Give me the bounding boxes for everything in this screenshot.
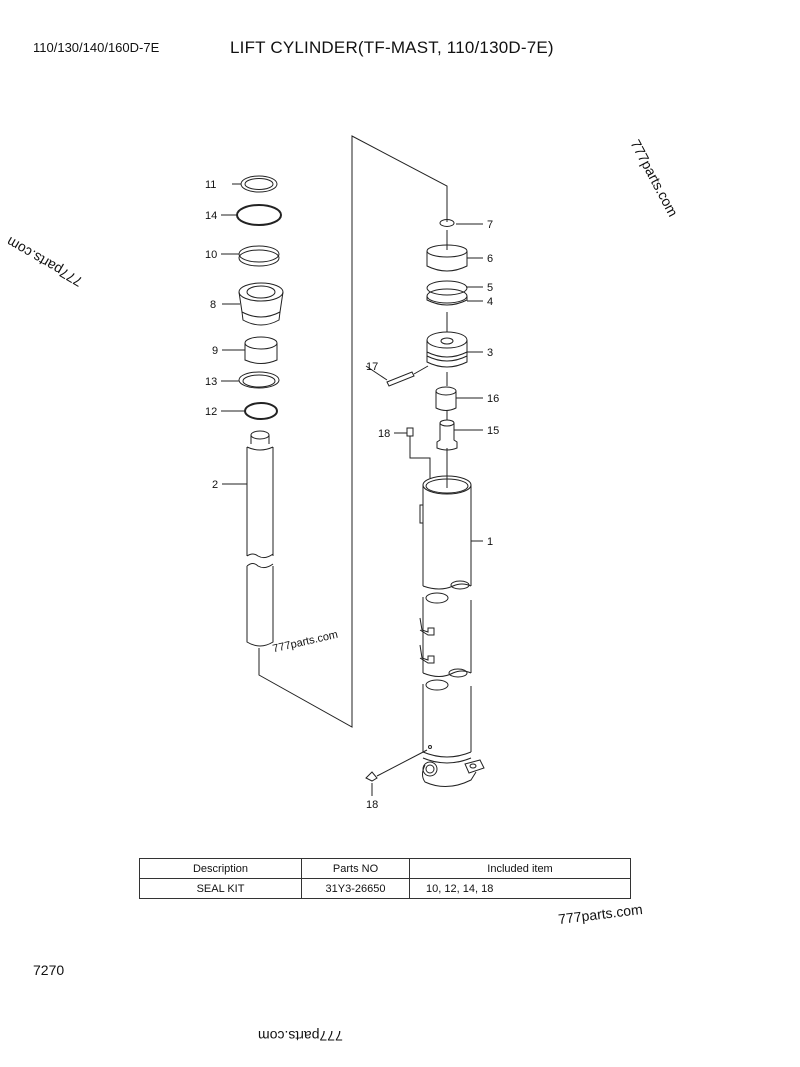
cell-included-item: 10, 12, 14, 18 [409,878,631,899]
callout-12: 12 [205,406,217,418]
column-header-included-item: Included item [409,858,631,879]
callout-1: 1 [487,536,493,548]
callout-6: 6 [487,253,493,265]
callout-15: 15 [487,425,499,437]
callout-3: 3 [487,347,493,359]
callout-8: 8 [210,299,216,311]
watermark-bottom: 777parts.com [258,1028,343,1044]
callout-13: 13 [205,376,217,388]
callout-16: 16 [487,393,499,405]
callout-10: 10 [205,249,217,261]
callout-7: 7 [487,219,493,231]
cell-description: SEAL KIT [138,878,303,899]
callout-4: 4 [487,296,493,308]
page-title: LIFT CYLINDER(TF-MAST, 110/130D-7E) [230,38,554,57]
seal-kit-table: Description Parts NO Included item SEAL … [138,858,631,899]
column-header-description: Description [138,858,303,879]
page-number: 7270 [33,962,65,978]
callout-17: 17 [366,361,378,373]
cell-parts-no: 31Y3-26650 [301,878,411,899]
column-header-parts-no: Parts NO [301,858,411,879]
callout-18-bottom: 18 [366,799,378,811]
table-header-row: Description Parts NO Included item [138,858,631,879]
callout-14: 14 [205,210,217,222]
model-number: 110/130/140/160D-7E [33,40,160,55]
callout-18-top: 18 [378,428,390,440]
callout-2: 2 [212,479,218,491]
table-row: SEAL KIT 31Y3-26650 10, 12, 14, 18 [138,878,631,899]
callout-11: 11 [205,179,216,191]
callout-5: 5 [487,282,493,294]
callout-9: 9 [212,345,218,357]
